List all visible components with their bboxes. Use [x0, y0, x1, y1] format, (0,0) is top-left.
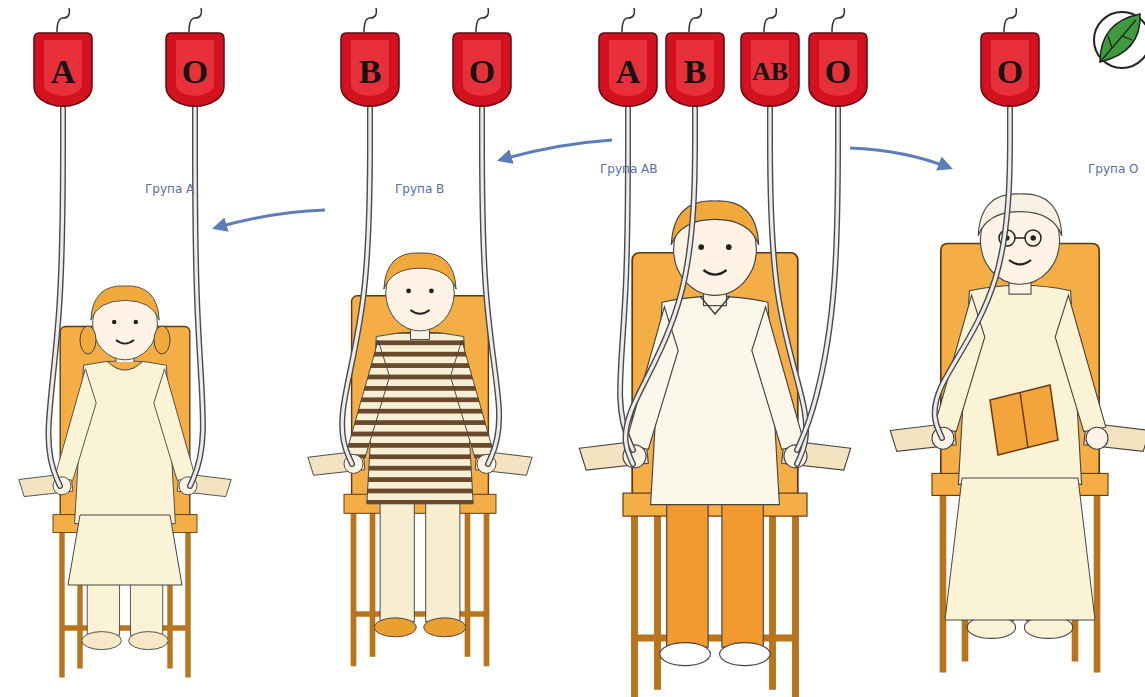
tube-outline — [482, 108, 499, 464]
girl-pigtail — [80, 326, 96, 354]
blood-bag: AB — [739, 30, 801, 108]
bag-body — [741, 33, 799, 106]
leaf-icon — [1100, 20, 1136, 62]
group-label: Група B — [395, 182, 444, 196]
blood-bag: O — [451, 30, 513, 108]
patient-figure: Група B — [352, 170, 488, 690]
tube-outline — [48, 108, 63, 486]
tube-outline — [342, 108, 370, 464]
book — [1020, 392, 1028, 448]
blood-bag: O — [979, 30, 1041, 108]
blood-type-label: B — [684, 55, 707, 89]
glasses — [1015, 237, 1025, 239]
direction-arrow — [215, 210, 325, 228]
direction-arrow — [850, 148, 950, 168]
bag-body — [666, 33, 724, 106]
blood-type-label: AB — [752, 59, 788, 85]
bag-highlight — [819, 40, 857, 96]
blood-type-label: O — [469, 55, 495, 89]
bag-highlight — [676, 40, 714, 96]
bag-highlight — [351, 40, 389, 96]
blood-type-label: B — [359, 55, 382, 89]
tube-outline — [770, 108, 806, 464]
girl-dress — [68, 515, 182, 585]
tube-core — [620, 108, 633, 450]
blood-bag: O — [807, 30, 869, 108]
bag-body — [809, 33, 867, 106]
tube-connector — [48, 108, 63, 486]
bag-body — [981, 33, 1039, 106]
woman-dress — [945, 478, 1095, 620]
tube-core — [626, 108, 695, 464]
patient-figure: Група O — [942, 150, 1098, 690]
tube-connector — [620, 108, 633, 450]
man-figure — [579, 201, 850, 697]
tube-core — [770, 108, 806, 464]
bag-highlight — [44, 40, 82, 96]
leaf-icon — [1100, 14, 1140, 62]
blood-type-label: A — [51, 55, 76, 89]
blood-bag: A — [597, 30, 659, 108]
girl-collar — [108, 362, 142, 370]
tube-core — [482, 108, 499, 464]
bag-body — [34, 33, 92, 106]
tube-connector — [482, 108, 499, 464]
patient-figure: Група AB — [633, 150, 797, 690]
bag-highlight — [991, 40, 1029, 96]
tube-connector — [935, 108, 1010, 438]
blood-bag: B — [339, 30, 401, 108]
direction-arrow — [500, 140, 612, 160]
blood-type-label: O — [825, 55, 851, 89]
bag-body — [166, 33, 224, 106]
bag-body — [599, 33, 657, 106]
blood-bag: A — [32, 30, 94, 108]
tube-connector — [190, 108, 203, 486]
boy-figure — [308, 253, 532, 666]
tube-core — [935, 108, 1010, 438]
leaf-icon — [1094, 12, 1145, 68]
blood-type-label: O — [997, 55, 1023, 89]
blood-type-label: A — [616, 55, 641, 89]
patient-figure: Група A — [60, 170, 190, 690]
tube-outline — [620, 108, 633, 450]
girl-figure — [19, 286, 231, 678]
tube-connector — [770, 108, 806, 464]
tube-core — [797, 108, 838, 450]
bag-body — [453, 33, 511, 106]
bag-highlight — [609, 40, 647, 96]
tube-connector — [626, 108, 695, 464]
tube-outline — [626, 108, 695, 464]
glasses — [1025, 230, 1041, 246]
tube-connector — [797, 108, 838, 450]
tube-core — [190, 108, 203, 486]
tube-outline — [797, 108, 838, 450]
glasses — [999, 230, 1015, 246]
bag-highlight — [176, 40, 214, 96]
blood-bag: O — [164, 30, 226, 108]
tube-connector — [342, 108, 370, 464]
bag-body — [341, 33, 399, 106]
man-collar — [700, 296, 730, 314]
tube-core — [342, 108, 370, 464]
girl-pigtail — [154, 326, 170, 354]
blood-type-label: O — [182, 55, 208, 89]
group-label: Група A — [145, 182, 194, 196]
bag-hook — [57, 8, 1016, 32]
group-label: Група O — [1088, 162, 1139, 176]
group-label: Група AB — [600, 162, 658, 176]
woman-figure — [890, 194, 1145, 673]
blood-bag: B — [664, 30, 726, 108]
book — [990, 385, 1058, 455]
tube-outline — [190, 108, 203, 486]
bag-highlight — [751, 40, 789, 96]
tube-core — [48, 108, 63, 486]
tube-outline — [935, 108, 1010, 438]
bag-highlight — [463, 40, 501, 96]
